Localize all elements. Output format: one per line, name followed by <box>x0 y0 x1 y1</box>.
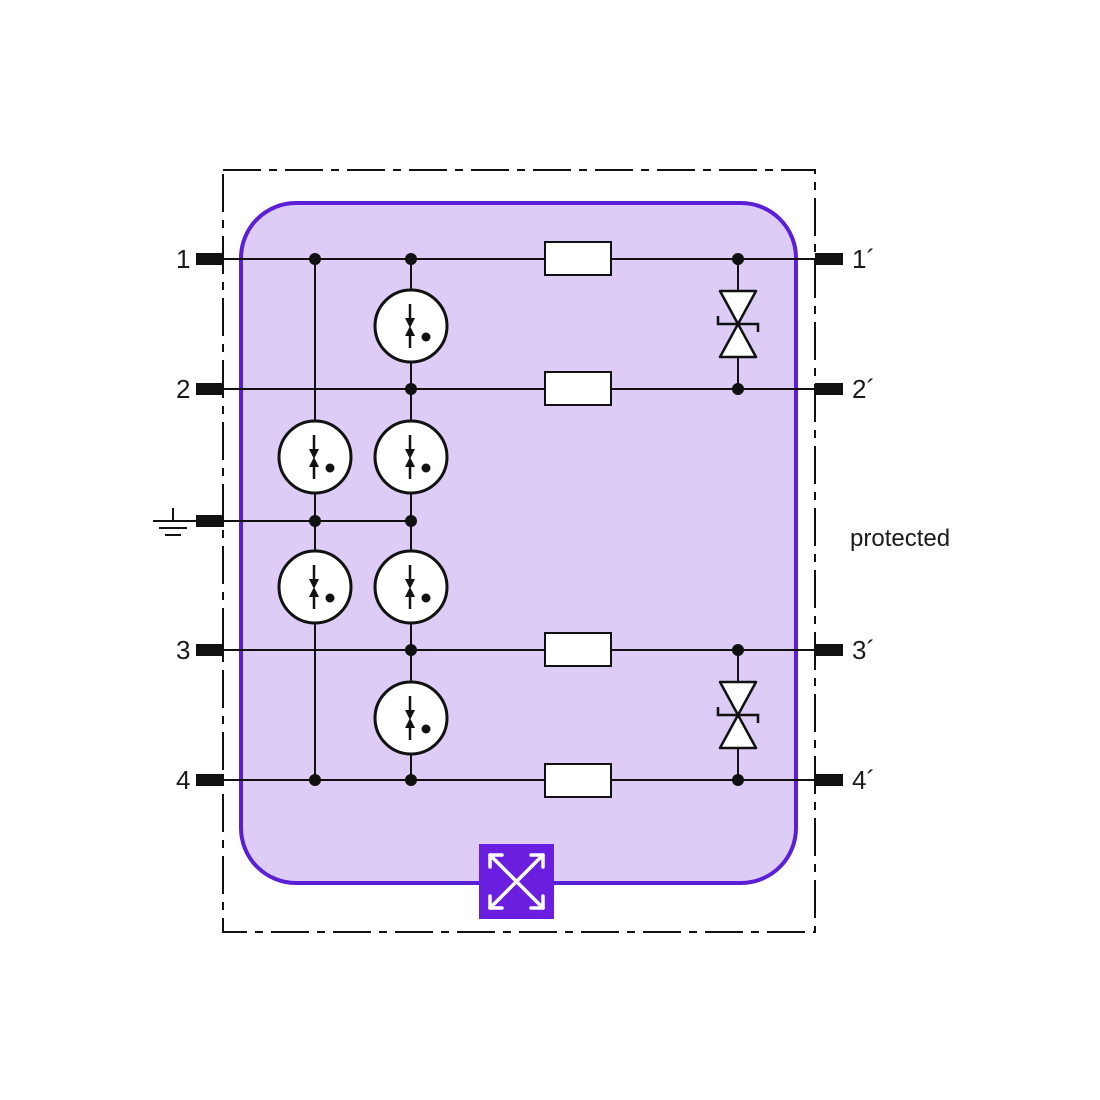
terminal-out-2 <box>815 383 843 395</box>
terminal-ground <box>196 515 224 527</box>
terminal-label-out-2: 2´ <box>852 374 875 404</box>
gas-discharge-tube <box>373 419 449 495</box>
device-enclosure <box>222 169 816 933</box>
terminal-out-1 <box>815 253 843 265</box>
terminal-label-out-4: 4´ <box>852 765 875 795</box>
gas-discharge-tube <box>373 549 449 625</box>
tvs-diode <box>716 289 760 359</box>
terminal-label-in-3: 3 <box>176 635 190 665</box>
gas-discharge-tube <box>373 680 449 756</box>
resistor-3 <box>544 632 612 667</box>
terminal-label-in-2: 2 <box>176 374 190 404</box>
resistor-2 <box>544 371 612 406</box>
gas-discharge-tube <box>373 288 449 364</box>
terminal-out-4 <box>815 774 843 786</box>
terminal-label-in-1: 1 <box>176 244 190 274</box>
ground-icon <box>153 508 196 536</box>
terminal-label-out-3: 3´ <box>852 635 875 665</box>
terminal-in-2 <box>196 383 224 395</box>
terminal-label-out-1: 1´ <box>852 244 875 274</box>
terminal-out-3 <box>815 644 843 656</box>
terminal-in-4 <box>196 774 224 786</box>
junction-dots <box>309 253 744 786</box>
gas-discharge-tube <box>277 549 353 625</box>
terminal-label-in-4: 4 <box>176 765 190 795</box>
protected-side-label: protected <box>850 525 950 552</box>
expand-arrows-icon <box>479 844 554 919</box>
terminal-in-3 <box>196 644 224 656</box>
resistor-4 <box>544 763 612 798</box>
resistor-1 <box>544 241 612 276</box>
terminal-in-1 <box>196 253 224 265</box>
tvs-diode <box>716 680 760 750</box>
gas-discharge-tube <box>277 419 353 495</box>
